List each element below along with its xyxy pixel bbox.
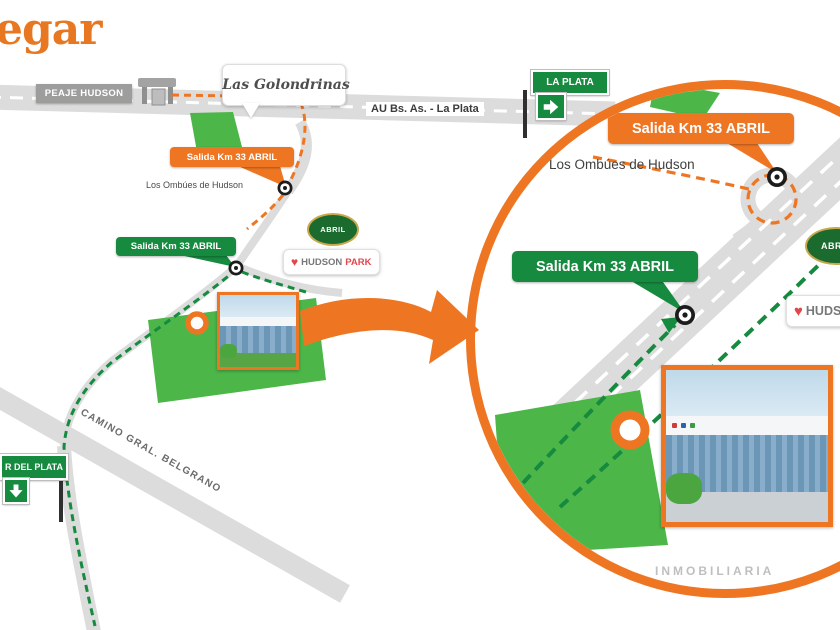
zoom-hudson-park-sign: ♥ HUDSON PARK: [786, 295, 840, 327]
mar-del-plata-arrow-panel: [3, 478, 29, 504]
photo-bush: [666, 473, 702, 504]
heart-icon: ♥: [794, 302, 803, 320]
salida-orange-sign-pointer: [238, 166, 286, 187]
heart-icon: ♥: [291, 255, 299, 269]
la-plata-sign: LA PLATA: [531, 70, 609, 95]
zoom-ring-marker-icon: [610, 410, 650, 450]
zoom-ombues-label: Los Ombúes de Hudson: [549, 157, 695, 172]
right-arrow-icon: [543, 99, 559, 114]
logo-chip: [672, 422, 677, 428]
golondrinas-label: Las Golondrinas: [222, 77, 350, 93]
hudson-park-word2: PARK: [345, 256, 372, 268]
zoom-inset: Salida Km 33 ABRIL Los Ombúes de Hudson …: [466, 80, 840, 598]
photo-lawn: [220, 352, 296, 367]
las-golondrinas-sign: Las Golondrinas: [222, 64, 350, 106]
zoom-green-sign-pointer: [633, 282, 685, 313]
highway-label: AU Bs. As. - La Plata: [366, 102, 484, 116]
hudson-park-sign: ♥ HUDSON PARK: [283, 249, 380, 275]
down-arrow-icon: [9, 484, 23, 498]
building-photo-large: [661, 365, 833, 527]
camino-belgrano-label: CAMINO GRAL. BELGRANO: [78, 407, 223, 496]
page-title: egar: [0, 4, 102, 55]
photo-bush: [220, 343, 237, 359]
ring-marker-icon: [185, 311, 209, 335]
peaje-hudson-sign: PEAJE HUDSON: [36, 84, 132, 103]
logo-chip: [690, 422, 695, 428]
building-photo-small: [217, 292, 299, 370]
abril-badge: ABRIL: [307, 213, 359, 246]
exit-orange-marker-icon: [277, 180, 293, 196]
watermark-text: INMOBILIARIA: [655, 564, 775, 578]
salida-km33-green-sign: Salida Km 33 ABRIL: [116, 237, 236, 256]
zoom-route-green-dashed: [521, 253, 831, 509]
zoom-salida-km33-green-sign: Salida Km 33 ABRIL: [512, 251, 698, 282]
salida-green-sign-pointer: [180, 255, 235, 267]
zoom-exit-orange-marker-icon: [767, 167, 787, 187]
photo-fascia: [666, 415, 828, 436]
green-route-arrowhead: [661, 317, 681, 333]
zoom-orange-sign-pointer: [727, 143, 777, 173]
zoom-exit-green-marker-icon: [675, 305, 695, 325]
photo-fascia: [220, 316, 296, 326]
zoom-hudson-park-word1: HUDSON: [805, 304, 840, 318]
mar-del-plata-sign: R DEL PLATA: [0, 454, 68, 480]
exit-green-marker-icon: [228, 260, 244, 276]
zoom-map-layer: [475, 89, 840, 555]
golondrinas-sign-pointer: [242, 103, 260, 118]
zoom-salida-km33-orange-sign: Salida Km 33 ABRIL: [608, 113, 794, 144]
hudson-park-word1: HUDSON: [301, 256, 343, 268]
la-plata-arrow-panel: [536, 93, 566, 120]
zoom-connector-arrow: [300, 290, 479, 364]
salida-km33-orange-sign: Salida Km 33 ABRIL: [170, 147, 294, 167]
ombues-label: Los Ombúes de Hudson: [146, 180, 244, 190]
logo-chip: [681, 422, 686, 428]
toll-booth-icon: [138, 78, 176, 106]
